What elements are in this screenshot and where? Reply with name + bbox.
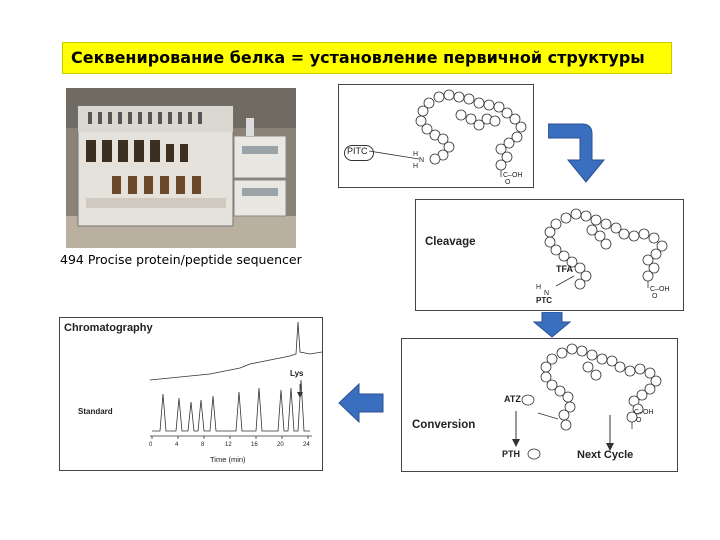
down-arrow-icon [532,312,572,338]
conversion-panel: Conversion ATZ PTH Next Cycle C–OH O [401,338,678,472]
photo-caption: 494 Procise protein/peptide sequencer [60,252,302,267]
pitc-o: O [505,179,511,186]
x-tick: 16 [251,442,258,448]
sequencer-photo [66,88,296,248]
page-title: Секвенирование белка = установление перв… [71,48,645,67]
x-tick: 12 [225,442,232,448]
ptc-label: PTC [536,296,552,305]
pitc-cooh: C–OH [503,172,523,179]
conversion-o: O [636,417,642,424]
chromatography-panel: Chromatography Standard Lys 0 4 8 12 16 … [59,317,323,471]
x-tick: 4 [175,442,179,448]
conversion-label: Conversion [412,419,476,431]
pitc-label: PITC [347,146,368,156]
right-down-arrow-icon [548,123,606,183]
pitc-panel: PITC H N H C–OH O [338,84,534,188]
lys-peak-label: Lys [290,369,304,378]
pitc-h1: H [413,151,419,158]
chromatography-title: Chromatography [64,322,153,334]
pitc-oval [344,145,374,161]
pitc-n: N [419,157,425,164]
x-tick: 0 [149,442,153,448]
title-bar: Секвенирование белка = установление перв… [62,42,672,74]
standard-label: Standard [78,407,113,416]
x-tick: 24 [303,442,310,448]
cleavage-panel: Cleavage TFA H N PTC C–OH O [415,199,684,311]
left-arrow-icon [338,382,384,424]
conversion-cooh: C–OH [634,409,654,416]
pitc-h2: H [413,163,419,170]
cleavage-n: N [544,290,550,297]
pth-label: PTH [502,449,520,459]
cleavage-label: Cleavage [425,236,476,248]
next-cycle-label: Next Cycle [577,449,634,461]
x-axis-label: Time (min) [210,455,246,464]
atz-label: ATZ [504,394,521,404]
cleavage-h: H [536,284,542,291]
cleavage-cooh: C–OH [650,286,670,293]
tfa-label: TFA [556,264,573,274]
cleavage-o: O [652,293,658,300]
x-tick: 20 [277,442,284,448]
x-tick: 8 [201,442,205,448]
